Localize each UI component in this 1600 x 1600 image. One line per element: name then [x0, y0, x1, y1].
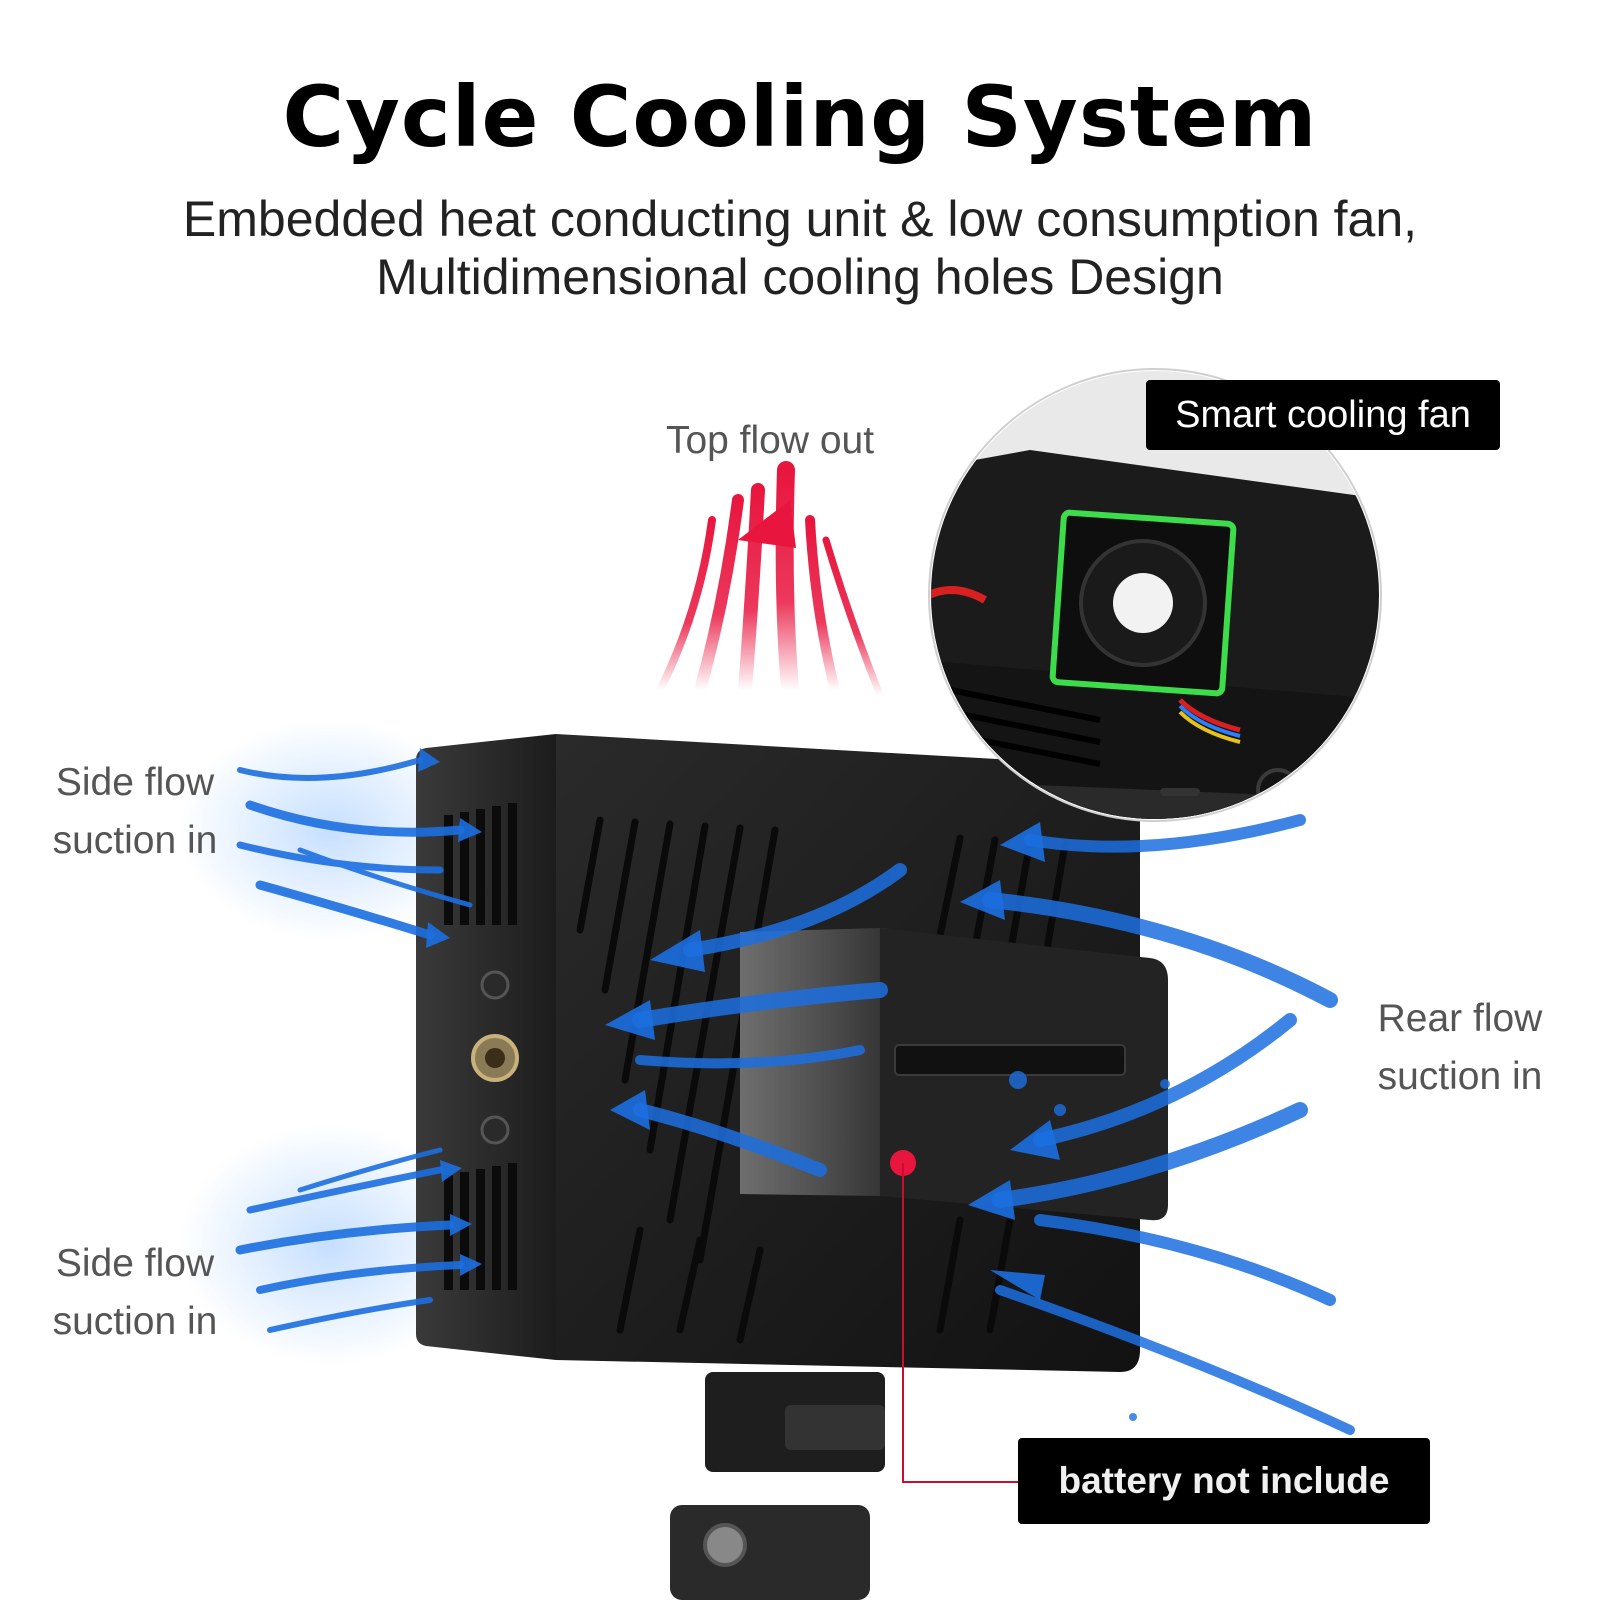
label-side-flow-top: Side flow suction in — [30, 754, 240, 870]
side-inflow-arrows-bottom — [235, 1147, 464, 1333]
smart-cooling-fan-tag: Smart cooling fan — [1146, 380, 1500, 450]
label-side-flow-bottom-line2: suction in — [52, 1300, 218, 1343]
label-side-flow-top-line2: suction in — [52, 819, 218, 862]
side-vent-bottom — [444, 1163, 517, 1290]
page-subtitle: Embedded heat conducting unit & low cons… — [0, 190, 1600, 306]
side-vent-top — [444, 803, 517, 925]
label-side-flow-bottom-line1: Side flow — [55, 1242, 215, 1285]
screw-icon — [480, 970, 510, 1000]
rear-vents — [576, 816, 1069, 1344]
mount-bracket — [670, 1372, 885, 1600]
label-rear-flow: Rear flow suction in — [1360, 990, 1560, 1106]
battery-not-included-tag: battery not include — [1018, 1438, 1430, 1524]
wire — [931, 586, 987, 604]
subtitle-line-1: Embedded heat conducting unit & low cons… — [182, 191, 1418, 247]
label-rear-flow-line1: Rear flow — [1377, 997, 1543, 1040]
battery-callout — [890, 1150, 1018, 1483]
label-side-flow-top-line1: Side flow — [55, 761, 215, 804]
label-rear-flow-line2: suction in — [1377, 1055, 1543, 1098]
rear-inflow-arrows — [632, 814, 1355, 1435]
screw-icon — [480, 1115, 510, 1145]
subtitle-line-2: Multidimensional cooling holes Design — [376, 249, 1224, 305]
top-outflow-arrowhead — [738, 500, 796, 548]
top-outflow-arrows — [656, 461, 884, 699]
screw-icon — [703, 1523, 747, 1567]
label-side-flow-bottom: Side flow suction in — [30, 1235, 240, 1351]
page-title: Cycle Cooling System — [282, 68, 1318, 166]
side-inflow-arrows-top — [236, 757, 473, 940]
label-top-flow: Top flow out — [665, 419, 875, 462]
